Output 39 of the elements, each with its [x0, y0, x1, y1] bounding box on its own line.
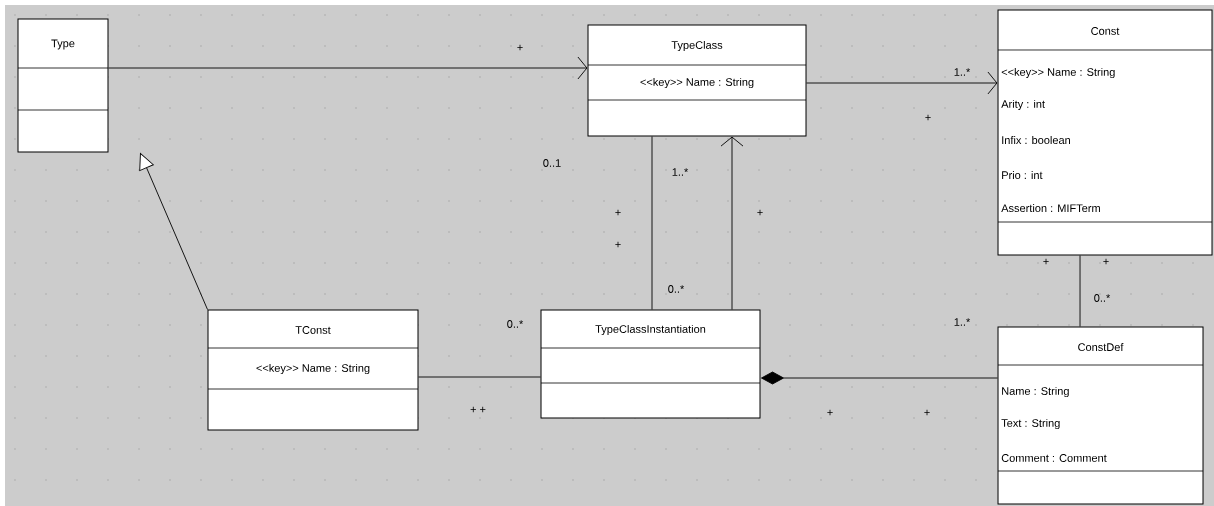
- attribute-text: Infix : boolean: [1002, 135, 1070, 145]
- class-name: Type: [51, 39, 75, 50]
- association-arrow: [806, 71, 998, 95]
- attribute-text: Prio : int: [1002, 170, 1043, 180]
- multiplicity-label: +: [615, 241, 621, 248]
- association-arrow: [720, 136, 744, 310]
- multiplicity-label: 1..*: [954, 318, 971, 326]
- multiplicity-label: 1..*: [672, 168, 689, 176]
- association-line: [1079, 255, 1081, 327]
- composition-line: [761, 371, 998, 385]
- multiplicity-label: + +: [470, 406, 486, 413]
- attribute-text: <<key>> Name : String: [256, 363, 370, 375]
- multiplicity-label: +: [757, 209, 763, 216]
- class-name: TypeClass: [671, 40, 723, 52]
- attribute-text: Assertion : MIFTerm: [1001, 203, 1100, 213]
- class-name: Const: [1091, 27, 1120, 35]
- class-name: TConst: [295, 326, 331, 334]
- multiplicity-label: +: [827, 409, 833, 416]
- class-name: TypeClassInstantiation: [595, 324, 706, 336]
- multiplicity-label: 0..1: [543, 159, 561, 167]
- multiplicity-label: +: [615, 209, 621, 216]
- multiplicity-label: 1..*: [954, 68, 971, 76]
- association-arrow: [108, 56, 588, 80]
- attribute-text: <<key>> Name : String: [1001, 67, 1115, 79]
- attribute-text: Text : String: [1001, 418, 1060, 430]
- association-line: [418, 376, 541, 378]
- multiplicity-label: 0..*: [507, 320, 524, 328]
- multiplicity-label: +: [517, 44, 523, 51]
- multiplicity-label: 0..*: [1094, 294, 1111, 302]
- multiplicity-label: +: [924, 409, 930, 416]
- attribute-text: <<key>> Name : String: [640, 77, 754, 89]
- class-name: ConstDef: [1078, 343, 1124, 352]
- attribute-text: Name : String: [1002, 386, 1069, 398]
- attribute-text: Arity : int: [1001, 99, 1045, 111]
- attribute-text: Comment : Comment: [1001, 454, 1107, 462]
- association-line: [651, 136, 653, 310]
- generalization-arrow: [139, 153, 208, 310]
- multiplicity-label: 0..*: [668, 285, 685, 293]
- multiplicity-label: +: [925, 114, 931, 121]
